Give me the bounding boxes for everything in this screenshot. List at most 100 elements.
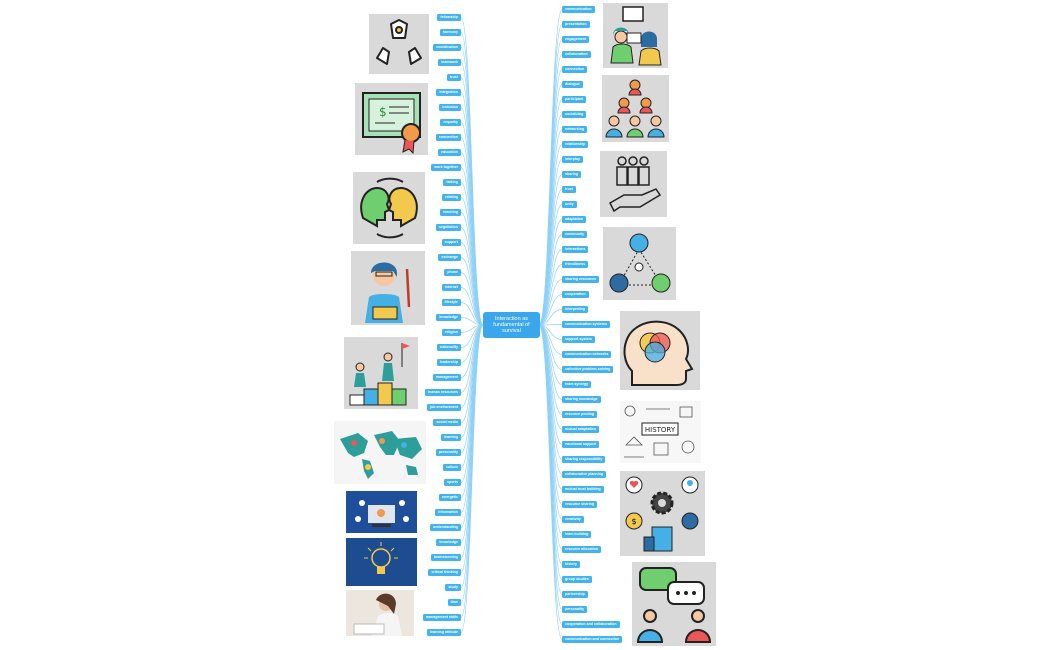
- right-branch-node[interactable]: creativity: [562, 516, 584, 523]
- left-branch-node[interactable]: sports: [444, 479, 461, 486]
- left-branch-node[interactable]: teaching: [440, 209, 461, 216]
- right-branch-node[interactable]: partnership: [562, 591, 588, 598]
- right-branch-node[interactable]: engagement: [562, 36, 590, 43]
- connector-line: [538, 219, 563, 326]
- right-branch-node[interactable]: adaptation: [562, 216, 587, 223]
- left-branch-node[interactable]: learning: [441, 434, 461, 441]
- right-branch-node[interactable]: resource sharing: [562, 501, 598, 508]
- left-branch-node[interactable]: personality: [435, 449, 461, 456]
- right-branch-node[interactable]: friendliness: [562, 261, 589, 268]
- right-branch-node[interactable]: relationship: [562, 141, 589, 148]
- left-branch-node[interactable]: connection: [435, 134, 461, 141]
- right-branch-node[interactable]: emotional support: [562, 441, 600, 448]
- left-branch-node[interactable]: social media: [433, 419, 461, 426]
- right-branch-node[interactable]: communication and connection: [562, 636, 623, 643]
- right-branch-node[interactable]: sharing resources: [562, 276, 600, 283]
- right-branch-node[interactable]: community: [562, 231, 588, 238]
- left-branch-node[interactable]: study: [445, 584, 461, 591]
- left-branch-node[interactable]: education: [438, 149, 461, 156]
- right-branch-node[interactable]: history: [562, 561, 580, 568]
- right-branch-node[interactable]: collective problem-solving: [562, 366, 614, 373]
- svg-text:HISTORY: HISTORY: [645, 426, 676, 434]
- right-branch-node[interactable]: mutual trust building: [562, 486, 604, 493]
- right-branch-node[interactable]: communication systems: [562, 321, 610, 328]
- right-branch-node[interactable]: sharing responsibility: [562, 456, 606, 463]
- left-branch-node[interactable]: learning attitude: [427, 629, 461, 636]
- student-writing-photo: [346, 590, 414, 636]
- left-branch-node[interactable]: harmony: [439, 29, 461, 36]
- left-branch-node[interactable]: critical thinking: [428, 569, 461, 576]
- right-branch-node[interactable]: collaboration: [562, 51, 591, 58]
- left-branch-node[interactable]: coordination: [433, 44, 461, 51]
- right-branch-node[interactable]: mutual adaptation: [562, 426, 599, 433]
- group-support-icon: [600, 151, 667, 217]
- right-branch-node[interactable]: sharing knowledge: [562, 396, 601, 403]
- left-branch-node[interactable]: information: [435, 509, 461, 516]
- right-branch-node[interactable]: resource pooling: [562, 411, 598, 418]
- left-branch-node[interactable]: nationality: [437, 344, 461, 351]
- central-topic-node[interactable]: Interaction as fundamental of survival: [483, 312, 540, 338]
- right-branch-node[interactable]: cooperation and collaboration: [562, 621, 620, 628]
- left-branch-node[interactable]: brainstorming: [430, 554, 461, 561]
- right-branch-node[interactable]: participant: [562, 96, 587, 103]
- right-branch-node[interactable]: communication networks: [562, 351, 612, 358]
- right-branch-node[interactable]: collaborative planning: [562, 471, 607, 478]
- right-branch-node[interactable]: trust: [562, 186, 576, 193]
- left-branch-node[interactable]: human resources: [425, 389, 461, 396]
- left-branch-node[interactable]: phone: [444, 269, 461, 276]
- right-branch-node[interactable]: interactions: [562, 246, 589, 253]
- left-branch-node[interactable]: knowledge: [436, 314, 461, 321]
- left-branch-node[interactable]: energetic: [439, 494, 461, 501]
- left-branch-node[interactable]: inclusion: [439, 104, 461, 111]
- left-branch-node[interactable]: negotiation: [435, 224, 461, 231]
- left-branch-node[interactable]: exchange: [438, 254, 461, 261]
- right-branch-node[interactable]: unity: [562, 201, 577, 208]
- connector-line: [538, 204, 563, 326]
- right-branch-node[interactable]: connection: [562, 66, 588, 73]
- network-people-icon: [603, 227, 676, 300]
- right-branch-node[interactable]: interpreting: [562, 306, 588, 313]
- left-branch-node[interactable]: teamwork: [438, 59, 461, 66]
- left-branch-node[interactable]: work together: [431, 164, 461, 171]
- left-branch-node[interactable]: fellowship: [437, 14, 461, 21]
- left-branch-node[interactable]: empathy: [440, 119, 461, 126]
- right-branch-node[interactable]: communication: [562, 6, 595, 13]
- connector-line: [460, 287, 484, 326]
- left-branch-node[interactable]: trust: [447, 74, 461, 81]
- right-branch-node[interactable]: support system: [562, 336, 595, 343]
- left-branch-node[interactable]: leadership: [437, 359, 461, 366]
- left-branch-node[interactable]: knowledge: [436, 539, 461, 546]
- left-branch-node[interactable]: job environment: [427, 404, 461, 411]
- left-branch-node[interactable]: time: [447, 599, 461, 606]
- left-branch-node[interactable]: religion: [442, 329, 461, 336]
- right-branch-node[interactable]: cooperation: [562, 291, 589, 298]
- left-branch-node[interactable]: culture: [443, 464, 461, 471]
- connector-line: [538, 279, 563, 326]
- right-branch-node[interactable]: sharing: [562, 171, 581, 178]
- left-branch-node[interactable]: internet: [441, 284, 461, 291]
- right-branch-node[interactable]: personality: [562, 606, 588, 613]
- left-branch-node[interactable]: management skills: [422, 614, 461, 621]
- left-branch-node[interactable]: support: [441, 239, 461, 246]
- right-branch-node[interactable]: socializing: [562, 111, 587, 118]
- right-branch-node[interactable]: resource allocation: [562, 546, 601, 553]
- central-topic-label: Interaction as fundamental of survival: [493, 316, 530, 334]
- left-branch-node[interactable]: relating: [442, 194, 461, 201]
- connector-line: [460, 324, 484, 633]
- left-branch-node[interactable]: understanding: [430, 524, 461, 531]
- right-branch-node[interactable]: interplay: [562, 156, 583, 163]
- right-branch-node[interactable]: presentation: [562, 21, 590, 28]
- left-branch-node[interactable]: lifestyle: [441, 299, 461, 306]
- right-branch-node[interactable]: networking: [562, 126, 588, 133]
- right-branch-node[interactable]: team building: [562, 531, 592, 538]
- right-branch-node[interactable]: team synergy: [562, 381, 592, 388]
- hierarchy-icon: [602, 75, 669, 142]
- right-branch-node[interactable]: dialogue: [562, 81, 583, 88]
- left-branch-node[interactable]: talking: [443, 179, 461, 186]
- teamwork-climb-icon: [344, 337, 418, 409]
- right-branch-node[interactable]: group studies: [562, 576, 592, 583]
- left-branch-node[interactable]: management: [432, 374, 461, 381]
- connector-line: [460, 227, 484, 326]
- left-branch-node[interactable]: integration: [436, 89, 461, 96]
- connector-line: [460, 302, 484, 326]
